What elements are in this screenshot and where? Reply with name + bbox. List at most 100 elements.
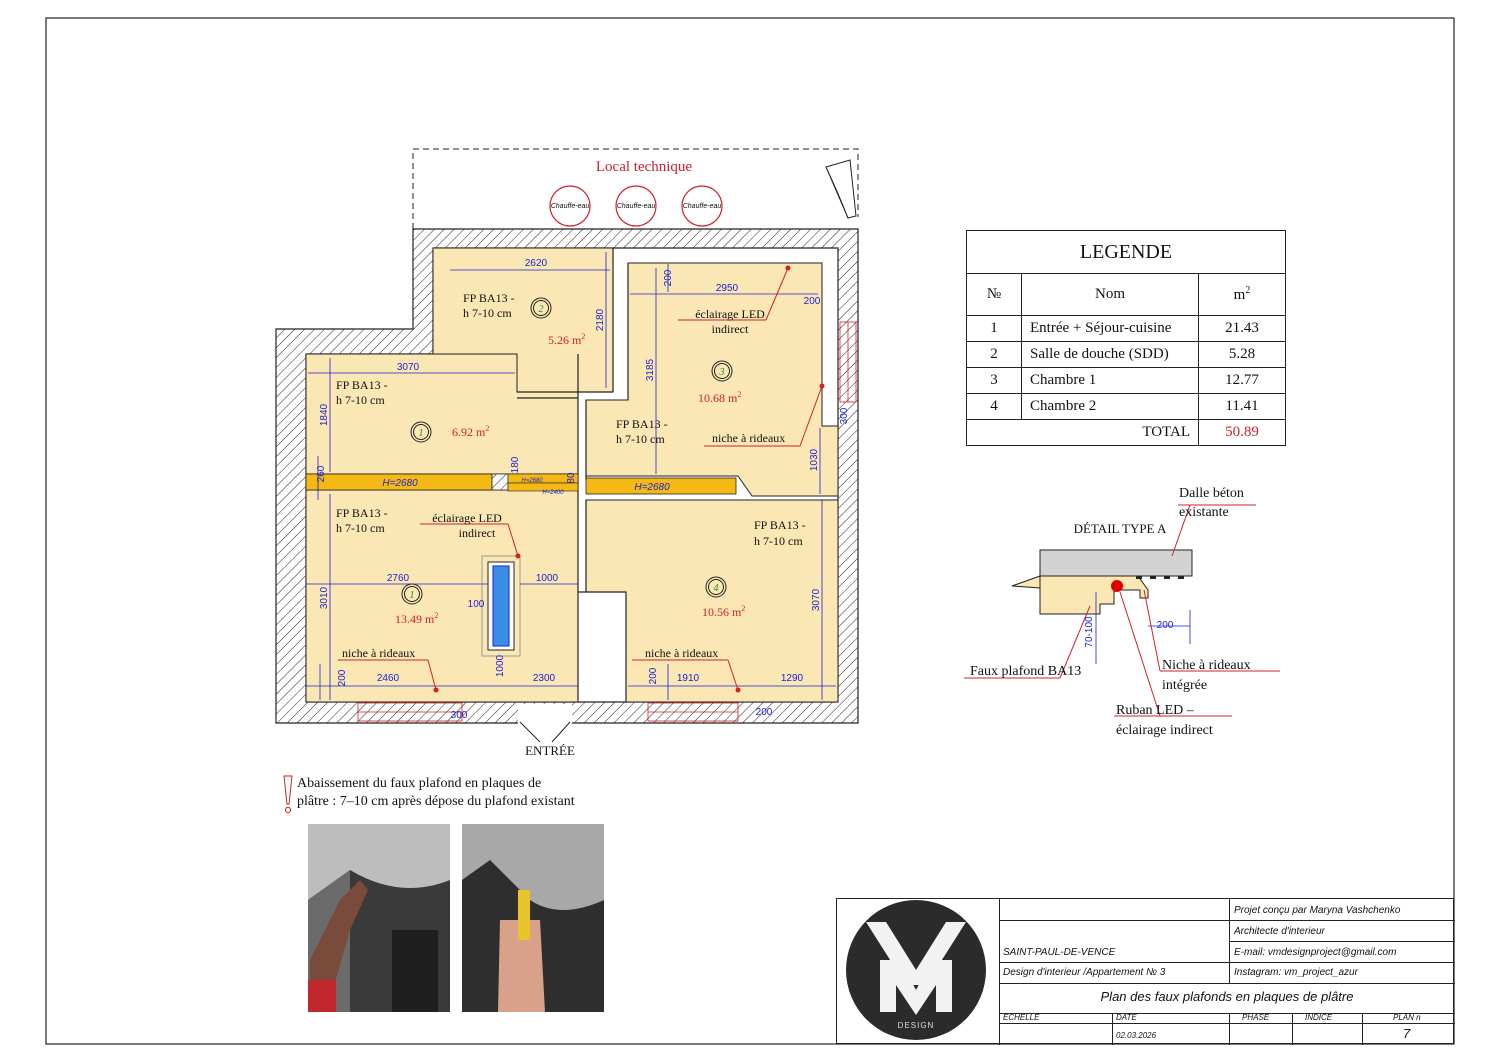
chauffe-eau-3: Chauffe-eau <box>683 203 722 210</box>
detail-type-a: DÉTAIL TYPE A Dalle béton existante Faux… <box>964 486 1280 738</box>
room2-h: h 7-10 cm <box>463 306 512 320</box>
logo-text: DESIGN <box>898 1021 935 1030</box>
legend-row-area: 12.77 <box>1198 367 1286 394</box>
water-heater-1 <box>549 185 591 227</box>
tb-date: 02.03.2026 <box>1116 1031 1157 1040</box>
ceiling-note: Abaissement du faux plafond en plaques d… <box>297 775 575 811</box>
dim-200e: 200 <box>756 707 773 718</box>
legend-row-num: 1 <box>966 315 1022 342</box>
dim-2950: 2950 <box>716 283 739 294</box>
chauffe-eau-1: Chauffe-eau <box>551 203 590 210</box>
legend-title: LEGENDE <box>966 230 1286 274</box>
dim-3070b: 3070 <box>811 588 822 611</box>
detail-dalle-2: existante <box>1179 505 1229 520</box>
leaders <box>338 267 823 691</box>
room4-niche: niche à rideaux <box>645 646 718 660</box>
tb-instagram: Instagram: vm_project_azur <box>1234 967 1358 978</box>
tb-date-label: DATE <box>1116 1013 1137 1022</box>
room1a-h: h 7-10 cm <box>336 393 385 407</box>
room2-area: 5.26 m2 <box>548 332 585 347</box>
dim-300b: 300 <box>451 710 468 721</box>
detail-dim-200: 200 <box>1157 620 1174 631</box>
led-panel <box>481 555 521 657</box>
room3-num: 3 <box>719 367 725 378</box>
detail-ruban-1: Ruban LED – <box>1116 703 1195 718</box>
legend-row-name: Entrée + Séjour-cuisine <box>1021 315 1199 342</box>
tb-project: Design d'interieur /Appartement № 3 <box>1003 967 1166 978</box>
legend-row-num: 4 <box>966 393 1022 420</box>
dim-300a: 300 <box>839 407 850 424</box>
dim-200d: 200 <box>648 667 659 684</box>
legend-head-name: Nom <box>1021 273 1199 316</box>
legend-head-num: № <box>966 273 1022 316</box>
legend-head-unit: m2 <box>1198 273 1286 316</box>
dim-2300: 2300 <box>533 673 556 684</box>
tb-plan-title: Plan des faux plafonds en plaques de plâ… <box>1100 989 1354 1004</box>
legend-total-value: 50.89 <box>1198 419 1286 446</box>
room2-num: 2 <box>539 304 544 315</box>
room1b-area: 13.49 m2 <box>395 611 438 626</box>
rooms <box>305 247 839 703</box>
detail-dim-70-100: 70-100 <box>1084 616 1095 648</box>
room3-niche: niche à rideaux <box>712 431 785 445</box>
beam-label-2: H=2680 <box>521 478 543 484</box>
dim-1290: 1290 <box>781 673 804 684</box>
local-technique-label: Local technique <box>596 159 693 175</box>
water-heater-2 <box>615 185 657 227</box>
dim-1030: 1030 <box>809 448 820 471</box>
beam-label-4: H=2680 <box>634 482 670 493</box>
legend-total-label: TOTAL <box>966 419 1199 446</box>
detail-ruban-2: éclairage indirect <box>1116 723 1213 738</box>
legend-row-name: Chambre 1 <box>1021 367 1199 394</box>
room4-num: 4 <box>714 583 719 594</box>
tb-author: Projet conçu par Maryna Vashchenko <box>1234 905 1401 916</box>
room1b-num: 1 <box>410 590 415 601</box>
legend-row: 4 Chambre 2 11.41 <box>966 393 1286 420</box>
leader-dots <box>433 265 825 693</box>
dim-260: 260 <box>316 465 327 482</box>
legend-table: LEGENDE № Nom m2 1 Entrée + Séjour-cuisi… <box>966 230 1286 446</box>
detail-title: DÉTAIL TYPE A <box>1074 521 1167 536</box>
photo-1 <box>308 824 450 1012</box>
photo-2 <box>462 824 604 1012</box>
tb-indice: INDICE <box>1305 1013 1333 1022</box>
room1b-fp: FP BA13 - <box>336 506 388 520</box>
detail-faux-plafond: Faux plafond BA13 <box>970 664 1081 679</box>
room1a-num: 1 <box>419 428 424 439</box>
room2-fp: FP BA13 - <box>463 291 515 305</box>
interior-walls <box>517 248 629 702</box>
legend-row-name: Salle de douche (SDD) <box>1021 341 1199 368</box>
title-block: Projet conçu par Maryna Vashchenko Archi… <box>836 898 1455 1045</box>
dim-3070a: 3070 <box>397 362 420 373</box>
legend-row-name: Chambre 2 <box>1021 393 1199 420</box>
room4-area: 10.56 m2 <box>702 604 745 619</box>
room-markers <box>401 297 733 605</box>
room3-led: éclairage LED <box>695 307 765 321</box>
room3-area: 10.68 m2 <box>698 390 741 405</box>
dim-2760: 2760 <box>387 573 410 584</box>
detail-niche-1: Niche à rideaux <box>1162 658 1251 673</box>
beams <box>305 473 737 495</box>
ceiling-note-line-2: plâtre : 7–10 cm après dépose du plafond… <box>297 794 575 809</box>
dim-180: 180 <box>510 456 521 473</box>
room3-led2: indirect <box>712 322 749 336</box>
dim-200a: 200 <box>663 269 674 286</box>
dimension-texts: 2620 2180 2950 200 200 3185 3070 1840 26… <box>316 258 850 721</box>
tb-role: Architecte d'interieur <box>1234 926 1325 937</box>
legend-row-area: 21.43 <box>1198 315 1286 342</box>
dim-1000a: 1000 <box>536 573 559 584</box>
exclamation-icon <box>283 775 293 814</box>
water-heater-3 <box>681 185 723 227</box>
detail-niche-2: intégrée <box>1162 678 1207 693</box>
dim-200c: 200 <box>337 669 348 686</box>
entrance-opening <box>518 704 572 743</box>
room-chambre1 <box>585 262 839 497</box>
windows <box>357 321 857 722</box>
legend-row-area: 5.28 <box>1198 341 1286 368</box>
beam-label-1: H=2680 <box>382 478 418 489</box>
chauffe-eau-2: Chauffe-eau <box>617 203 656 210</box>
room-sejour <box>305 489 579 703</box>
beam-label-3: H=2400 <box>542 490 564 496</box>
room4-h: h 7-10 cm <box>754 534 803 548</box>
legend-row: 2 Salle de douche (SDD) 5.28 <box>966 341 1286 368</box>
